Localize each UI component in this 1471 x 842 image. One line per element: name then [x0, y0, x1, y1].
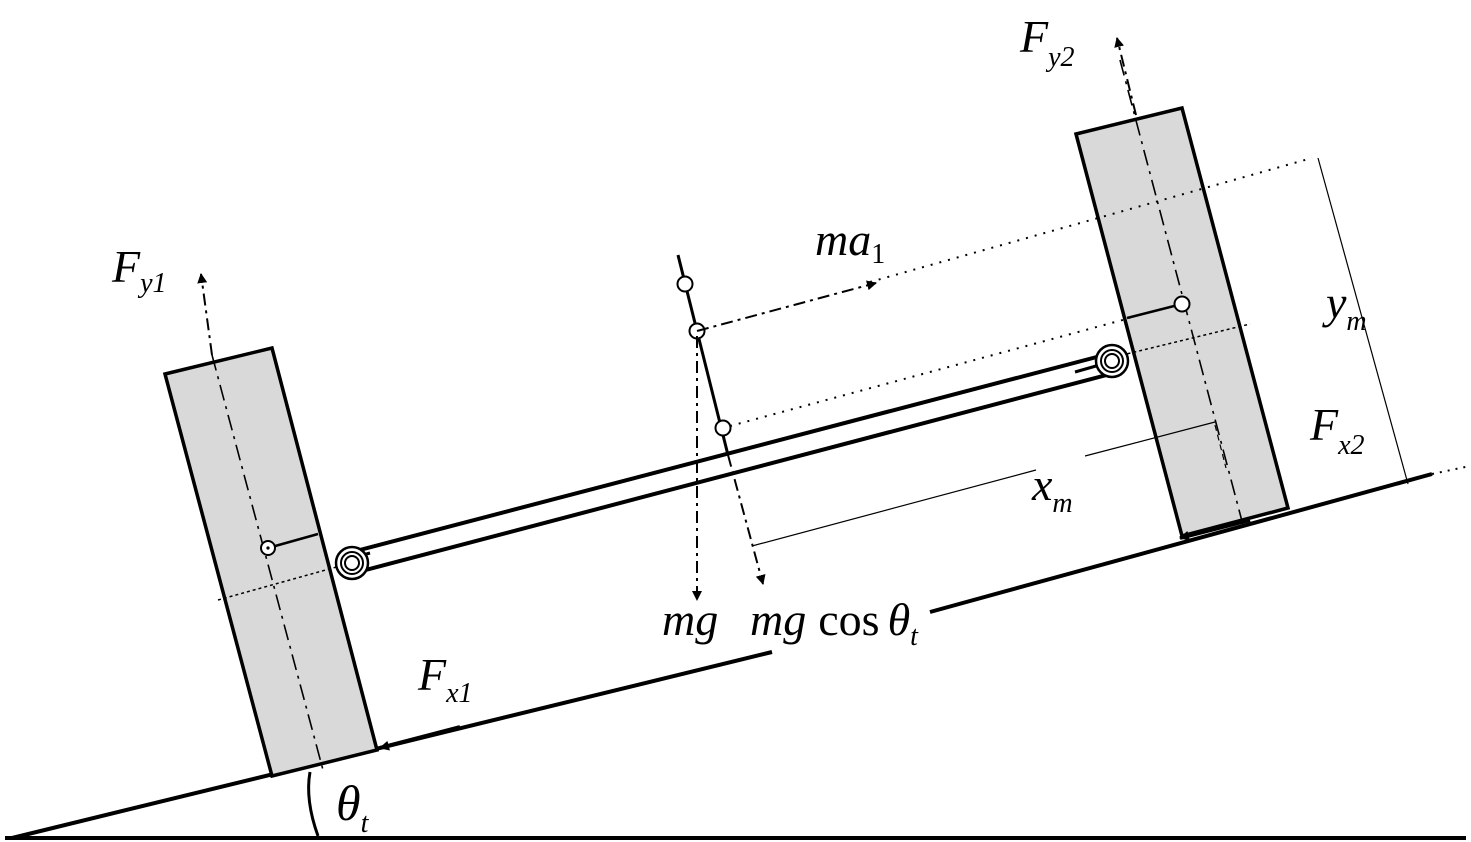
left-wheel-hub-arm	[267, 532, 319, 550]
pendulum-lower-node	[714, 419, 732, 437]
body-bar-top	[351, 351, 1113, 554]
label-fy1: Fy1	[111, 241, 167, 299]
ma1-arrow	[696, 280, 877, 332]
fx1-arrow	[379, 725, 461, 751]
right-joint	[1094, 343, 1130, 379]
dotted-line-lower	[729, 317, 1131, 427]
incline-line-upper	[929, 472, 1433, 614]
ym-dimension-line	[1317, 157, 1409, 485]
label-ma1: ma1	[815, 214, 885, 270]
fy2-arrow	[1114, 37, 1137, 116]
xm-dimension-line	[751, 469, 1037, 547]
xm-extension-line	[1214, 424, 1227, 469]
mgcos-arrow	[727, 454, 766, 585]
label-fy2: Fy2	[1019, 11, 1075, 73]
right-wheel-hub	[1173, 295, 1191, 313]
left-wheel	[162, 345, 380, 779]
left-wheel-hub-dot	[266, 546, 270, 550]
label-theta-t: θt	[336, 775, 370, 839]
right-wheel-centerline	[1119, 59, 1244, 526]
body-bar-bottom	[357, 370, 1119, 574]
angle-arc	[307, 771, 320, 837]
label-fx2: Fx2	[1309, 399, 1365, 461]
label-mg: mg	[662, 594, 718, 645]
left-joint	[334, 545, 370, 581]
incline-line-dotted	[1431, 465, 1471, 475]
label-fx1: Fx1	[417, 649, 473, 709]
right-wheel-hub-arm	[1126, 302, 1183, 320]
label-xm: xm	[1031, 459, 1073, 519]
pendulum-top-node	[676, 275, 694, 293]
xm-dimension-line-2	[1084, 421, 1216, 457]
fy1-arrow	[197, 273, 213, 356]
label-ym: ym	[1322, 277, 1367, 337]
fx2-arrow	[1179, 518, 1251, 541]
right-wheel	[1073, 105, 1291, 539]
left-wheel-centerline	[211, 354, 324, 771]
right-wheel-crossline	[1109, 323, 1251, 359]
